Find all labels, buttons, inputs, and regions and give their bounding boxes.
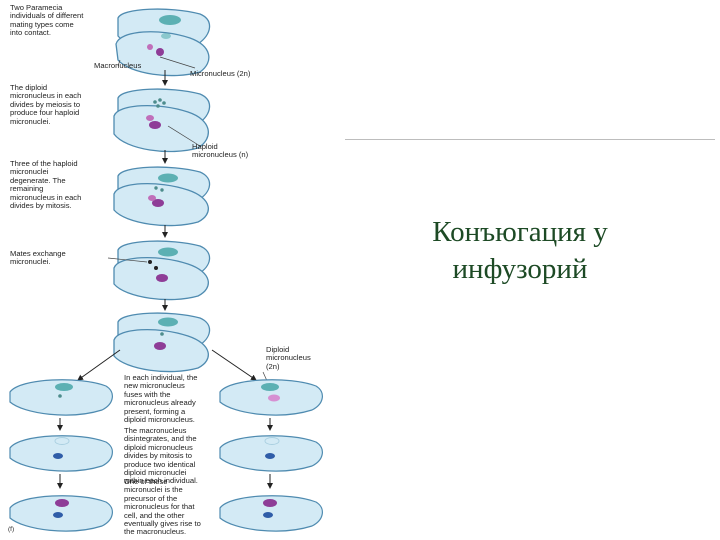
macronucleus-shape bbox=[159, 15, 181, 25]
label-step4: Mates exchange micronuclei. bbox=[10, 249, 66, 267]
label-step7: One of these micronuclei is the precurso… bbox=[124, 477, 201, 537]
right-cell-3 bbox=[219, 495, 323, 532]
label-micronucleus-2n: Micronucleus (2n) bbox=[190, 69, 251, 78]
cell-pair-fusion bbox=[113, 312, 211, 373]
cell-pair-exchange bbox=[113, 240, 211, 301]
cell-pair-meiosis bbox=[113, 88, 211, 153]
label-step6: The macronucleus disintegrates, and the … bbox=[124, 426, 198, 486]
slide-title: Конъюгация у инфузорий bbox=[432, 216, 608, 285]
cell-pair-mitosis bbox=[113, 166, 211, 227]
right-cell-1 bbox=[219, 379, 323, 416]
micronucleus-shape bbox=[156, 48, 164, 56]
divider-line bbox=[345, 139, 715, 140]
label-macronucleus: Macronucleus bbox=[94, 61, 142, 70]
conjugation-diagram bbox=[9, 8, 323, 532]
label-step3: Three of the haploid micronuclei degener… bbox=[10, 159, 82, 211]
label-step5: In each individual, the new micronucleus… bbox=[124, 373, 198, 425]
label-haploid: Haploid micronucleus (n) bbox=[192, 142, 249, 160]
left-cell-3 bbox=[9, 495, 113, 532]
label-panel-letter: (f) bbox=[8, 526, 15, 533]
right-cell-2 bbox=[219, 435, 323, 472]
label-diploid: Diploid micronucleus (2n) bbox=[266, 345, 311, 371]
left-cell-1 bbox=[9, 379, 113, 416]
label-step1: Two Paramecia individuals of different m… bbox=[10, 3, 84, 38]
label-step2: The diploid micronucleus in each divides… bbox=[10, 83, 82, 126]
cell-pair-contact bbox=[115, 8, 211, 77]
left-cell-2 bbox=[9, 435, 113, 472]
